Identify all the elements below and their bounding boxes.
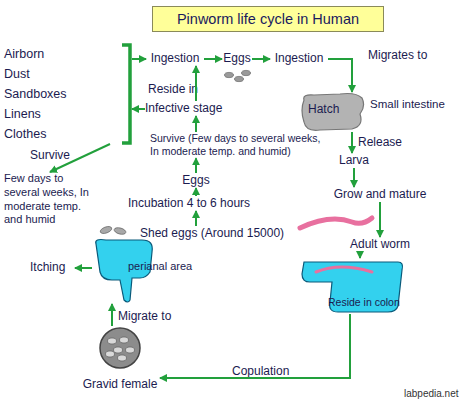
gravid-female-node: Gravid female bbox=[80, 326, 160, 392]
flow-arrow bbox=[359, 252, 361, 258]
stage-label: Ingestion bbox=[270, 51, 328, 66]
stage-label: Larva bbox=[334, 153, 374, 168]
node-text: Shed eggs (Around 15000) bbox=[140, 226, 290, 241]
egg-icon bbox=[225, 72, 234, 77]
worm-illustration bbox=[300, 218, 372, 228]
egg-icon bbox=[99, 225, 112, 235]
hatch-blob: Hatch bbox=[300, 92, 366, 132]
flow-arrow bbox=[132, 108, 145, 110]
node-text: Reside in colon bbox=[328, 296, 400, 309]
stage-label: Shed eggs (Around 15000) bbox=[140, 226, 290, 241]
flow-arrow bbox=[204, 58, 222, 60]
node-text: Linens bbox=[4, 104, 132, 124]
flow-arrow bbox=[195, 211, 197, 226]
stage-label: Survive (Few days to several weeks, In m… bbox=[150, 132, 332, 158]
perianal-node: perianal area bbox=[92, 238, 202, 304]
node-text: Clothes bbox=[4, 124, 132, 144]
node-text: Airborn bbox=[4, 44, 132, 64]
egg-icon bbox=[120, 337, 129, 343]
gravid-female-shape bbox=[80, 326, 160, 372]
stage-label: Adult worm bbox=[340, 237, 420, 252]
flow-arrow bbox=[379, 202, 381, 237]
colon-shape-outline bbox=[302, 262, 403, 312]
node-text: Eggs bbox=[222, 51, 252, 66]
flow-arrow bbox=[195, 158, 197, 173]
egg-icon bbox=[118, 355, 127, 361]
stage-label: Ingestion bbox=[146, 51, 204, 66]
stage-label: Eggs bbox=[178, 173, 214, 188]
source-list: AirbornDustSandboxesLinensClothes bbox=[4, 44, 132, 144]
egg-icon bbox=[126, 347, 135, 353]
stage-label: Eggs bbox=[222, 51, 252, 66]
symptom-label: Itching bbox=[30, 260, 75, 275]
flow-arrow bbox=[111, 304, 113, 326]
flow-arrow bbox=[160, 314, 350, 378]
flow-arrow bbox=[252, 58, 270, 60]
flow-arrow bbox=[328, 59, 352, 92]
gravid-female-outline bbox=[100, 328, 140, 368]
node-text: Gravid female bbox=[80, 377, 160, 392]
stage-label: Infective stage bbox=[145, 101, 240, 116]
node-text: Ingestion bbox=[270, 51, 328, 66]
node-text: Ingestion bbox=[146, 51, 204, 66]
title-box: Pinworm life cycle in Human bbox=[152, 6, 384, 32]
node-text: Infective stage bbox=[145, 101, 240, 116]
node-text: Larva bbox=[334, 153, 374, 168]
egg-icon bbox=[235, 76, 244, 81]
organ-label: Small intestine bbox=[370, 98, 445, 110]
node-text: Hatch bbox=[300, 92, 366, 117]
arrow-label: Survive bbox=[30, 148, 70, 162]
title-text: Pinworm life cycle in Human bbox=[177, 11, 359, 27]
stage-label: Grow and mature bbox=[328, 187, 432, 202]
watermark: labpedia.net bbox=[404, 388, 459, 399]
arrow-label: Reside in bbox=[148, 82, 198, 96]
node-text: Itching bbox=[30, 260, 75, 275]
flow-arrow bbox=[195, 188, 197, 196]
egg-icon bbox=[108, 338, 117, 344]
stage-label: Incubation 4 to 6 hours bbox=[128, 196, 268, 211]
node-text: Few days to several weeks, In moderate t… bbox=[4, 172, 100, 227]
egg-icon bbox=[242, 70, 251, 75]
node-text: Sandboxes bbox=[4, 84, 132, 104]
egg-icon bbox=[113, 227, 126, 236]
arrow-label: Release bbox=[358, 135, 402, 149]
colon-node: Reside in colon bbox=[298, 258, 406, 314]
egg-icon bbox=[114, 347, 123, 353]
node-text: Adult worm bbox=[340, 237, 420, 252]
flow-arrow bbox=[132, 58, 146, 60]
arrow-label: Copulation bbox=[232, 364, 289, 378]
stage-label: Few days to several weeks, In moderate t… bbox=[4, 172, 100, 227]
arrow-label: Migrate to bbox=[118, 309, 171, 323]
flow-arrow bbox=[353, 168, 355, 187]
node-text: Dust bbox=[4, 64, 132, 84]
flow-arrow bbox=[351, 132, 353, 153]
arrow-label: Migrates to bbox=[368, 48, 427, 62]
node-text: Incubation 4 to 6 hours bbox=[128, 196, 268, 211]
node-text: Survive (Few days to several weeks, In m… bbox=[150, 132, 332, 158]
node-text: Eggs bbox=[178, 173, 214, 188]
node-text: Grow and mature bbox=[328, 187, 432, 202]
node-text: perianal area bbox=[128, 260, 192, 274]
egg-icon bbox=[106, 351, 115, 357]
group-bracket bbox=[122, 45, 130, 143]
flow-arrow bbox=[75, 267, 92, 269]
flow-arrow bbox=[195, 116, 197, 132]
